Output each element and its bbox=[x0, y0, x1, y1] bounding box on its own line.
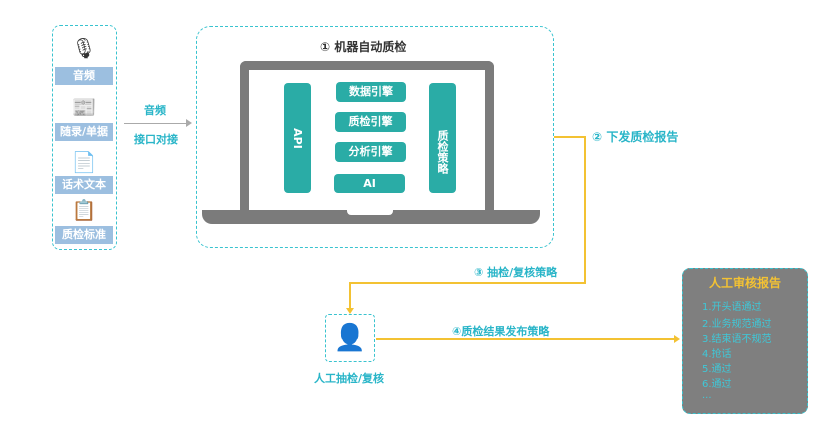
connector-line bbox=[350, 282, 586, 284]
step3-label: ③ 抽检/复核策略 bbox=[474, 266, 558, 279]
api-block: API bbox=[284, 83, 311, 193]
text-pages-icon: 📄 bbox=[71, 150, 97, 174]
input-label: 音频 bbox=[55, 67, 113, 85]
microphone-icon: 🎙 bbox=[71, 36, 97, 60]
step4-label: ④质检结果发布策略 bbox=[452, 325, 550, 338]
engine-block: 分析引擎 bbox=[335, 142, 406, 162]
machine-qc-panel bbox=[196, 26, 554, 248]
document-icon: 📰 bbox=[71, 95, 97, 119]
human-review-box: 👤 bbox=[325, 314, 375, 362]
laptop-base bbox=[202, 210, 540, 224]
report-item: 5.通过 bbox=[702, 364, 732, 375]
report-item: 1.开头语通过 bbox=[702, 302, 762, 313]
connector-line bbox=[376, 338, 676, 340]
input-sources-panel bbox=[52, 25, 117, 250]
report-title: 人工审核报告 bbox=[709, 276, 782, 290]
review-report-panel bbox=[682, 268, 808, 414]
arrow-line bbox=[124, 123, 188, 124]
arrow-head bbox=[674, 335, 680, 343]
engine-block: AI bbox=[334, 174, 405, 193]
connector-line bbox=[584, 136, 586, 283]
human-review-label: 人工抽检/复核 bbox=[314, 372, 385, 385]
arrow-head bbox=[346, 308, 354, 314]
person-icon: 👤 bbox=[333, 323, 367, 353]
strategy-block: 质检策略 bbox=[429, 83, 456, 193]
report-item: 4.抢话 bbox=[702, 349, 732, 360]
laptop-notch bbox=[347, 210, 393, 215]
engine-block: 数据引擎 bbox=[336, 82, 406, 102]
input-label: 话术文本 bbox=[55, 176, 113, 194]
connector-line bbox=[349, 282, 351, 310]
report-item: ... bbox=[702, 390, 712, 401]
input-label: 随录/单据 bbox=[55, 123, 113, 141]
checklist-icon: 📋 bbox=[71, 198, 97, 222]
machine-title: ① 机器自动质检 bbox=[320, 40, 407, 54]
arrow-head bbox=[186, 119, 192, 127]
report-item: 2.业务规范通过 bbox=[702, 319, 772, 330]
report-item: 3.结束语不规范 bbox=[702, 334, 772, 345]
input-label: 质检标准 bbox=[55, 226, 113, 244]
engine-block: 质检引擎 bbox=[335, 112, 406, 132]
report-item: 6.通过 bbox=[702, 379, 732, 390]
arrow-label-top: 音频 bbox=[144, 104, 166, 117]
arrow-label-bottom: 接口对接 bbox=[134, 133, 178, 146]
api-label: API bbox=[290, 127, 304, 149]
connector-line bbox=[554, 136, 585, 138]
step2-label: ② 下发质检报告 bbox=[592, 130, 679, 144]
